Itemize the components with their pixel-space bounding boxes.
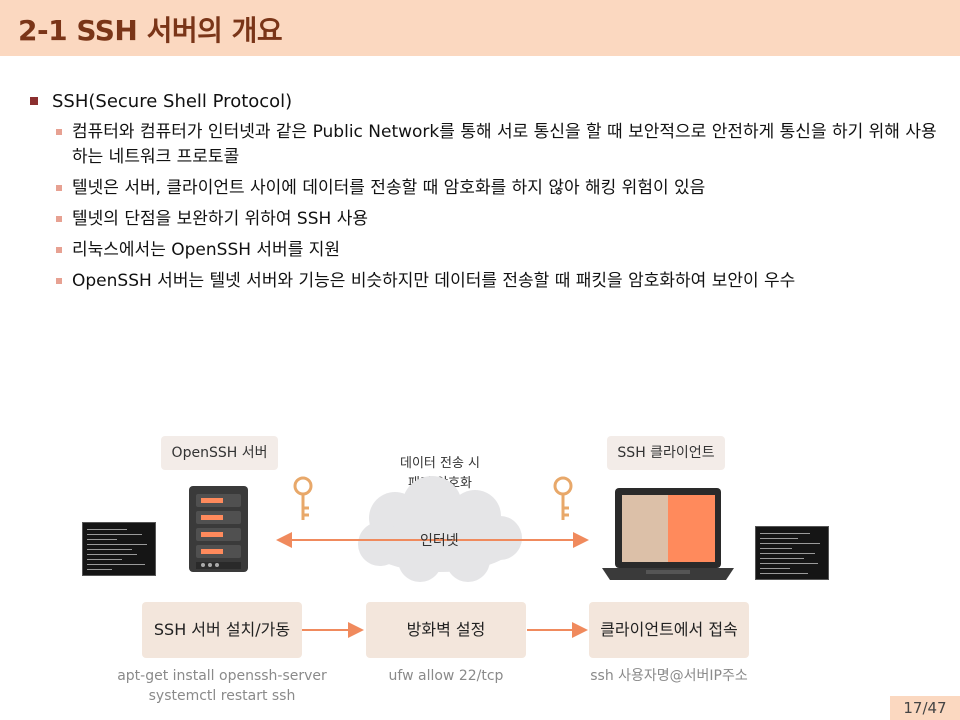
terminal-icon — [82, 522, 156, 576]
slide-title: 2-1 SSH 서버의 개요 — [18, 14, 283, 47]
install-command-1: apt-get install openssh-server — [117, 668, 327, 684]
bullet-sub-text: OpenSSH 서버는 텔넷 서버와 기능은 비슷하지만 데이터를 전송할 때 … — [72, 271, 796, 291]
page-number: 17/47 — [890, 696, 960, 720]
bullet-sub-5: OpenSSH 서버는 텔넷 서버와 기능은 비슷하지만 데이터를 전송할 때 … — [28, 269, 948, 294]
bullet-sub-text: 리눅스에서는 OpenSSH 서버를 지원 — [72, 240, 341, 260]
ssh-diagram: OpenSSH 서버 SSH 클라이언트 데이터 전송 시 패킷 암호화 — [0, 420, 960, 720]
connect-command: ssh 사용자명@서버IP주소 — [590, 668, 748, 684]
bullet-sub-2: 텔넷은 서버, 클라이언트 사이에 데이터를 전송할 때 암호화를 하지 않아 … — [28, 176, 948, 201]
step-connect-box: 클라이언트에서 접속 — [589, 602, 749, 658]
bullet-sub-text: 텔넷은 서버, 클라이언트 사이에 데이터를 전송할 때 암호화를 하지 않아 … — [72, 178, 706, 198]
bullet-small-square-icon — [56, 278, 62, 284]
install-command-2: systemctl restart ssh — [148, 688, 296, 704]
cloud-icon — [358, 476, 522, 582]
bullet-sub-3: 텔넷의 단점을 보완하기 위하여 SSH 사용 — [28, 207, 948, 232]
laptop-icon — [602, 488, 734, 580]
bullet-list: SSH(Secure Shell Protocol) 컴퓨터와 컴퓨터가 인터넷… — [28, 90, 948, 294]
client-label: SSH 클라이언트 — [607, 436, 725, 470]
bullet-main: SSH(Secure Shell Protocol) — [28, 90, 948, 114]
server-label: OpenSSH 서버 — [161, 436, 278, 470]
firewall-command: ufw allow 22/tcp — [388, 668, 504, 684]
bullet-sub-4: 리눅스에서는 OpenSSH 서버를 지원 — [28, 238, 948, 263]
key-icon — [293, 476, 313, 520]
title-bar: 2-1 SSH 서버의 개요 — [0, 0, 960, 56]
bullet-square-icon — [30, 97, 38, 105]
terminal-icon — [755, 526, 829, 580]
transfer-caption-line1: 데이터 전송 시 — [399, 456, 481, 471]
bullet-sub-text: 컴퓨터와 컴퓨터가 인터넷과 같은 Public Network를 통해 서로 … — [72, 122, 937, 167]
cloud-label: 인터넷 — [420, 533, 459, 549]
bullet-main-text: SSH(Secure Shell Protocol) — [52, 91, 293, 112]
step-firewall-box: 방화벽 설정 — [366, 602, 526, 658]
bullet-small-square-icon — [56, 129, 62, 135]
step-install-box: SSH 서버 설치/가동 — [142, 602, 302, 658]
bullet-small-square-icon — [56, 216, 62, 222]
diagram-graphics — [189, 476, 734, 638]
bullet-small-square-icon — [56, 247, 62, 253]
bullet-sub-text: 텔넷의 단점을 보완하기 위하여 SSH 사용 — [72, 209, 368, 229]
bullet-sub-1: 컴퓨터와 컴퓨터가 인터넷과 같은 Public Network를 통해 서로 … — [28, 120, 948, 170]
key-icon — [553, 476, 573, 520]
install-commands: apt-get install openssh-server systemctl… — [100, 666, 344, 706]
server-icon — [189, 486, 248, 572]
bullet-small-square-icon — [56, 185, 62, 191]
